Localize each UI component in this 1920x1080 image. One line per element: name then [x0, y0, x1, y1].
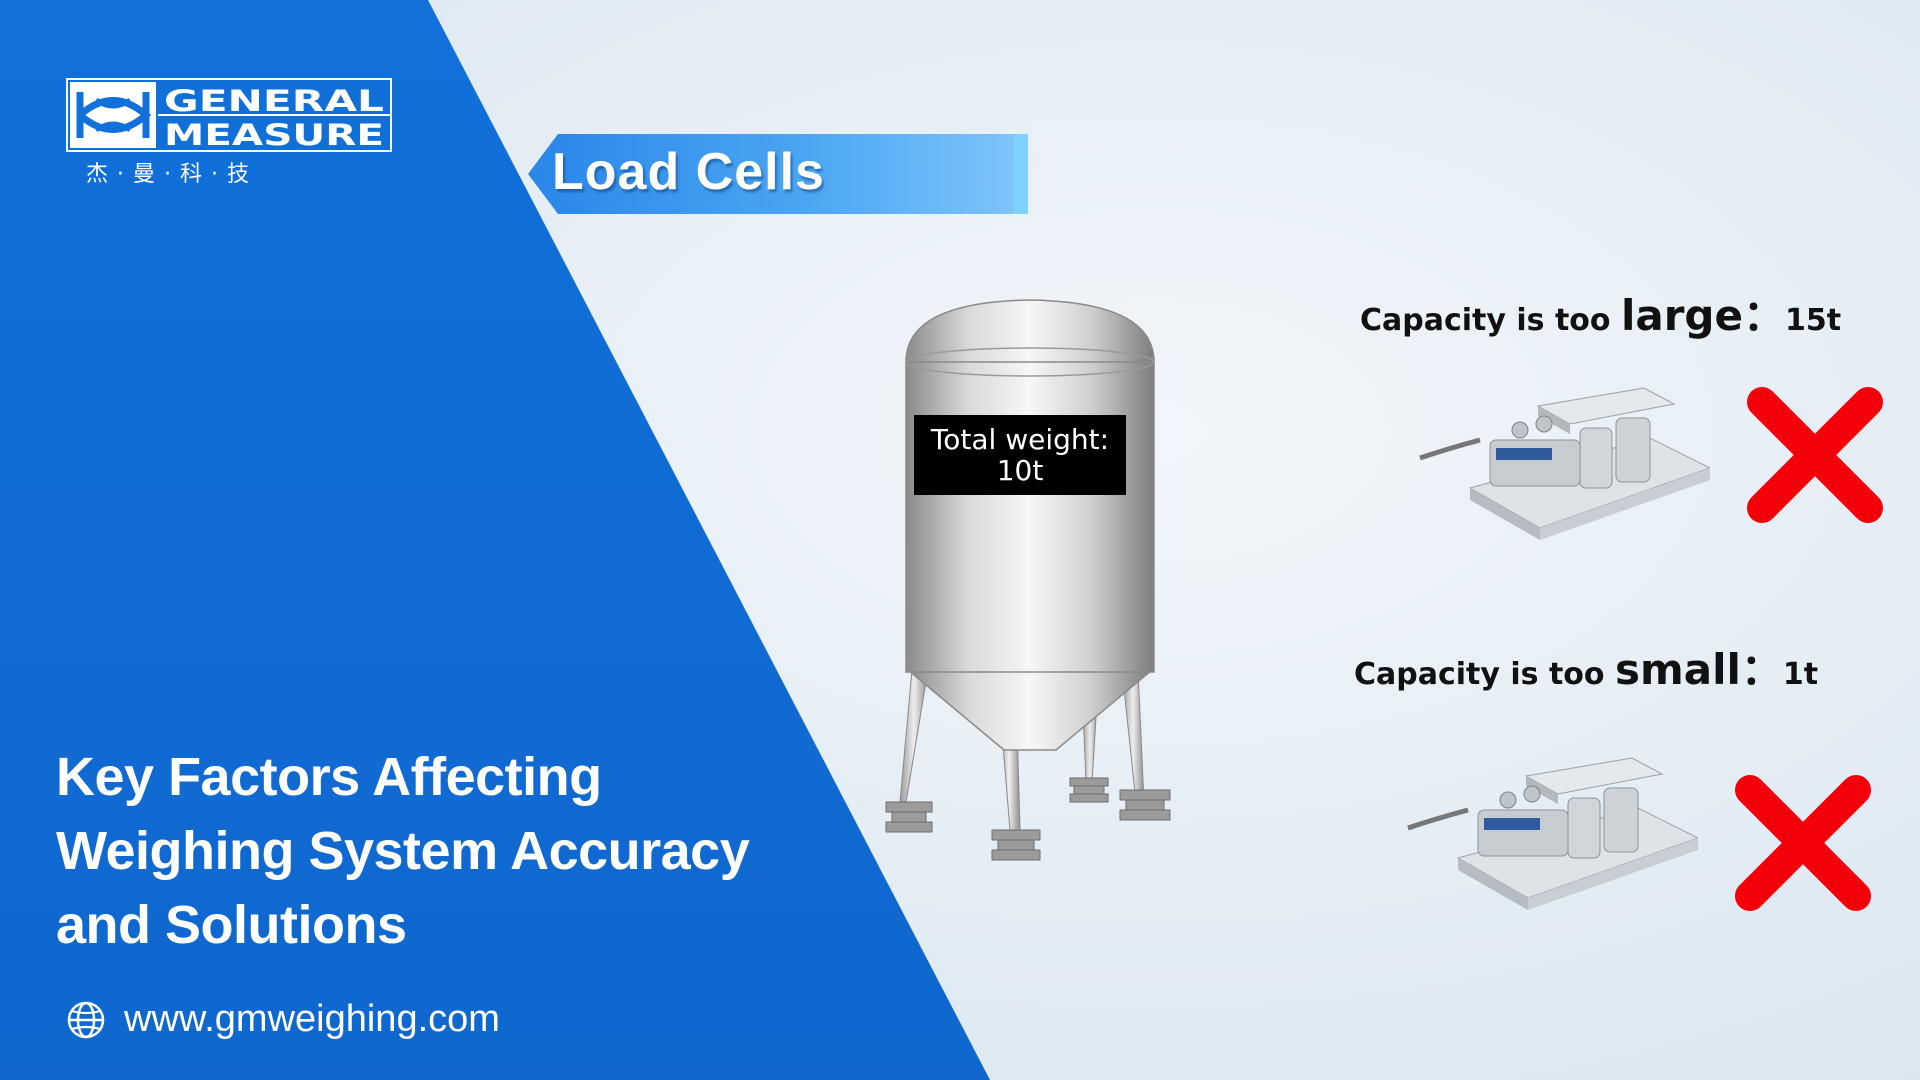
logo-name-line1: GENERAL [164, 84, 384, 118]
caption-prefix: Capacity is too [1354, 657, 1615, 692]
load-cell-module-image [1407, 757, 1698, 910]
section-tag-banner [528, 134, 1028, 214]
caption-emphasis: large [1620, 291, 1743, 340]
load-cell-module-image [1419, 387, 1710, 540]
red-cross-icon [1735, 775, 1871, 911]
title-line-1: Key Factors Affecting [56, 747, 602, 807]
caption-capacity-small: Capacity is too small：1t [1354, 636, 1818, 697]
title-line-3: and Solutions [56, 895, 407, 955]
tank-weight-label: Total weight: 10t [914, 415, 1126, 495]
page-title: Key Factors Affecting Weighing System Ac… [56, 740, 836, 962]
tank-weight-title: Total weight: [930, 423, 1110, 456]
website-link[interactable]: www.gmweighing.com [66, 998, 500, 1041]
caption-prefix: Capacity is too [1360, 303, 1621, 338]
general-measure-logo: GENERAL MEASURE [66, 78, 392, 152]
caption-separator: ： [1743, 291, 1786, 340]
caption-value: 1t [1782, 657, 1819, 692]
caption-emphasis: small [1614, 645, 1741, 694]
silo-tank-illustration [860, 299, 1171, 861]
caption-value: 15t [1785, 303, 1842, 338]
tank-weight-value: 10t [996, 454, 1044, 487]
website-url[interactable]: www.gmweighing.com [124, 998, 500, 1040]
caption-capacity-large: Capacity is too large：15t [1360, 282, 1841, 343]
globe-icon [67, 1001, 105, 1038]
title-line-2: Weighing System Accuracy [56, 821, 750, 881]
section-tag-stripe [1014, 134, 1028, 214]
section-tag-label: Load Cells [552, 143, 825, 201]
logo-name-line2: MEASURE [164, 118, 384, 152]
caption-separator: ： [1740, 645, 1783, 694]
red-cross-icon [1747, 387, 1883, 523]
logo-chinese-tagline: 杰 · 曼 · 科 · 技 [86, 162, 250, 187]
